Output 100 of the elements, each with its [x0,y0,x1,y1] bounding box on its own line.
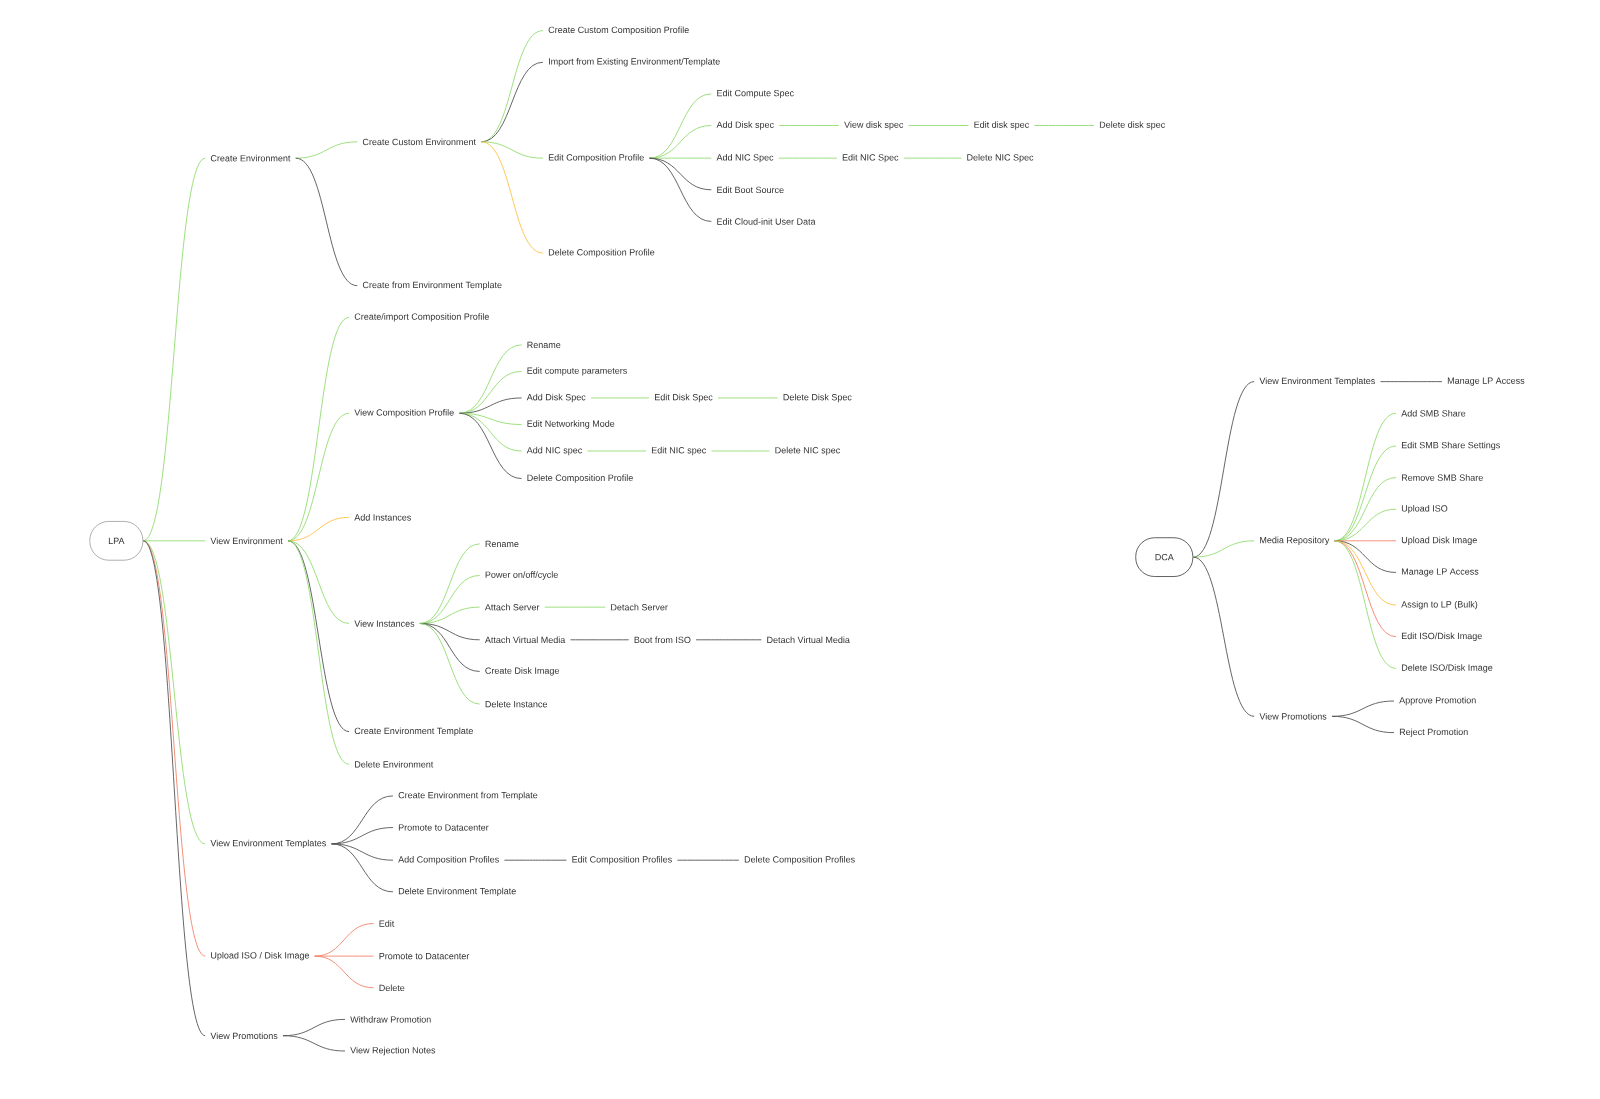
topic-text: Add Instances [354,514,411,521]
topic-text: Attach Virtual Media [484,636,566,644]
branch-line [314,955,375,989]
topic-text: Delete Environment [355,761,434,768]
topic-text: View Promotions [210,1032,278,1039]
branch-line [590,397,650,399]
branch-line [717,397,779,399]
topic-text: View Promotions [1259,713,1327,720]
branch-line [648,157,712,222]
branch-line [287,316,350,542]
topic-text: Edit Networking Mode [527,420,615,429]
branch-line [1334,540,1397,669]
topic-text: Delete Instance [485,700,548,708]
branch-line [676,859,740,861]
branch-line [1192,556,1255,717]
branch-line [1192,540,1255,558]
topic-text: Delete [379,984,405,992]
topic-text: Edit SMB Share Settings [1401,441,1500,451]
topic-text: Rename [485,540,519,547]
topic-text: Approve Promotion [1399,696,1476,706]
topic-text: Add NIC Spec [716,153,774,163]
topic-text: View Environment Templates [1259,377,1375,386]
branch-line [419,543,481,624]
topic-text: Create Environment [210,154,291,162]
topic-text: Delete Composition Profile [548,248,655,258]
branch-line [295,157,358,287]
branch-line [1331,715,1395,734]
branch-line [295,141,358,159]
topic-text: Edit Composition Profile [548,153,644,163]
branch-line [503,859,567,861]
branch-line [778,157,838,159]
branch-line [314,955,375,957]
topic-text: Delete NIC Spec [967,153,1034,163]
branch-line [142,540,206,542]
root-box: DCA [1135,537,1194,577]
topic-text: Add NIC spec [526,446,582,456]
branch-line [711,450,770,452]
branch-line [544,606,606,608]
branch-line [1380,381,1443,383]
topic-text: Delete disk spec [1099,121,1165,130]
topic-text: Create Disk Image [485,667,559,676]
topic-text: Edit disk spec [974,121,1029,130]
topic-text: Upload ISO [1401,505,1448,514]
branch-line [458,412,522,479]
branch-line [142,157,206,542]
branch-line [287,516,350,542]
topic-text: Withdraw Promotion [350,1016,431,1023]
topic-text: Power on/off/cycle [485,571,558,580]
topic-text: Delete NIC spec [775,446,840,456]
topic-text: Create Environment from Template [398,791,538,801]
topic-text: View disk spec [844,121,904,130]
topic-text: Attach Server [484,603,540,611]
branch-line [570,639,630,641]
topic-text: Detach Virtual Media [767,636,850,644]
branch-line [1033,125,1095,126]
topic-text: Edit Composition Profiles [572,856,672,865]
topic-text: Create from Environment Template [362,281,502,290]
topic-text: Edit NIC Spec [842,153,899,163]
branch-line [331,843,394,893]
topic-text: Remove SMB Share [1401,474,1483,481]
topic-text: View Composition Profile [354,409,454,418]
topic-text: View Environment [210,537,283,545]
branch-line [695,639,762,641]
topic-text: Manage LP Access [1401,568,1479,577]
branch-line [142,540,206,1037]
topic-text: Delete Composition Profiles [744,856,855,865]
branch-line [458,344,522,414]
topic-text: Detach Server [611,603,668,611]
topic-text: Delete ISO/Disk Image [1401,664,1493,673]
topic-text: Delete Environment Template [398,887,516,897]
topic-text: Boot from ISO [634,636,691,644]
branch-line [778,125,840,126]
topic-text: View Rejection Notes [350,1046,436,1056]
topic-text: Delete Disk Spec [783,393,852,403]
branch-line [903,157,962,159]
topic-text: Create Environment Template [354,727,473,736]
branch-line [1334,540,1397,638]
topic-text: Create Custom Composition Profile [548,26,689,35]
topic-text: Upload Disk Image [1401,536,1477,545]
topic-text: Reject Promotion [1399,728,1468,737]
topic-text: Import from Existing Environment/Template [549,58,720,67]
topic-text: Edit compute parameters [527,367,627,376]
topic-text: Add Composition Profiles [398,856,499,865]
topic-text: Edit Boot Source [717,186,784,194]
branch-line [419,623,481,705]
topic-text: View Environment Templates [210,839,326,849]
topic-text: Manage LP Access [1447,377,1525,386]
root-box: LPA [89,521,144,561]
topic-text: Edit Compute Spec [717,89,794,99]
topic-text: Create Custom Environment [362,138,476,146]
topic-text: Add Disk Spec [526,393,586,403]
topic-text: Edit ISO/Disk Image [1401,632,1482,641]
topic-text: Edit NIC spec [651,446,706,456]
branch-line [587,450,647,452]
topic-text: Media Repository [1260,536,1330,545]
topic-text: Upload ISO / Disk Image [211,951,310,961]
topic-text: View Instances [354,620,415,627]
topic-text: Promote to Datacenter [398,824,489,831]
topic-text: Create/import Composition Profile [354,313,489,322]
branch-line [908,125,969,126]
